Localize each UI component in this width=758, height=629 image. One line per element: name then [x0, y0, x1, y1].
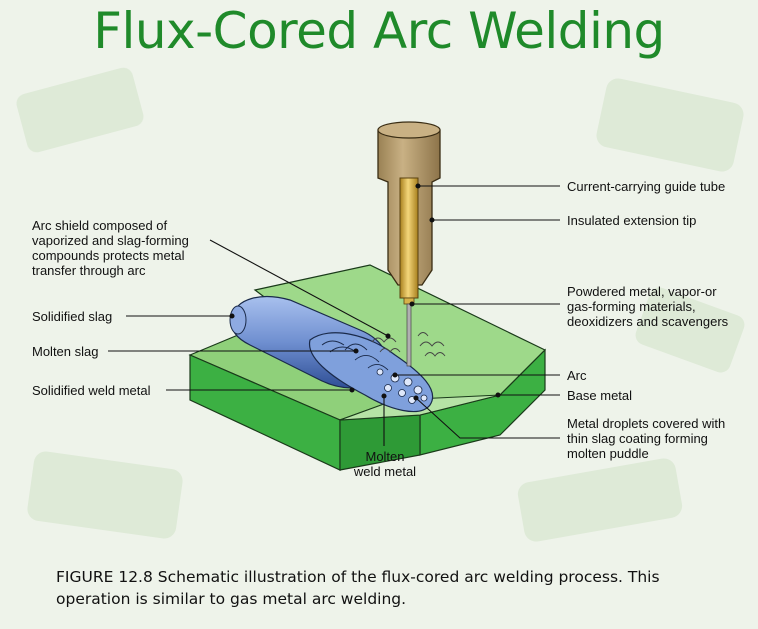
label-extension-tip: Insulated extension tip: [567, 213, 697, 228]
page-title: Flux-Cored Arc Welding: [93, 2, 665, 60]
figure-caption: FIGURE 12.8 Schematic illustration of th…: [56, 568, 660, 608]
label-powdered-metal: Powdered metal, vapor-or gas-forming mat…: [567, 284, 729, 329]
weld-bead: [229, 296, 434, 413]
arc-shield-cloud: [371, 332, 446, 357]
label-base-metal: Base metal: [567, 388, 633, 403]
label-guide-tube: Current-carrying guide tube: [567, 179, 726, 194]
label-molten-weld-metal: Molten weld metal: [353, 449, 417, 479]
label-arc: Arc: [567, 368, 587, 383]
label-solidified-weld-metal: Solidified weld metal: [32, 383, 151, 398]
label-metal-droplets: Metal droplets covered with thin slag co…: [567, 416, 726, 461]
label-arc-shield: Arc shield composed of vaporized and sla…: [32, 218, 189, 278]
welding-gun: [377, 121, 441, 367]
label-molten-slag: Molten slag: [32, 344, 99, 359]
label-solidified-slag: Solidified slag: [32, 309, 113, 324]
